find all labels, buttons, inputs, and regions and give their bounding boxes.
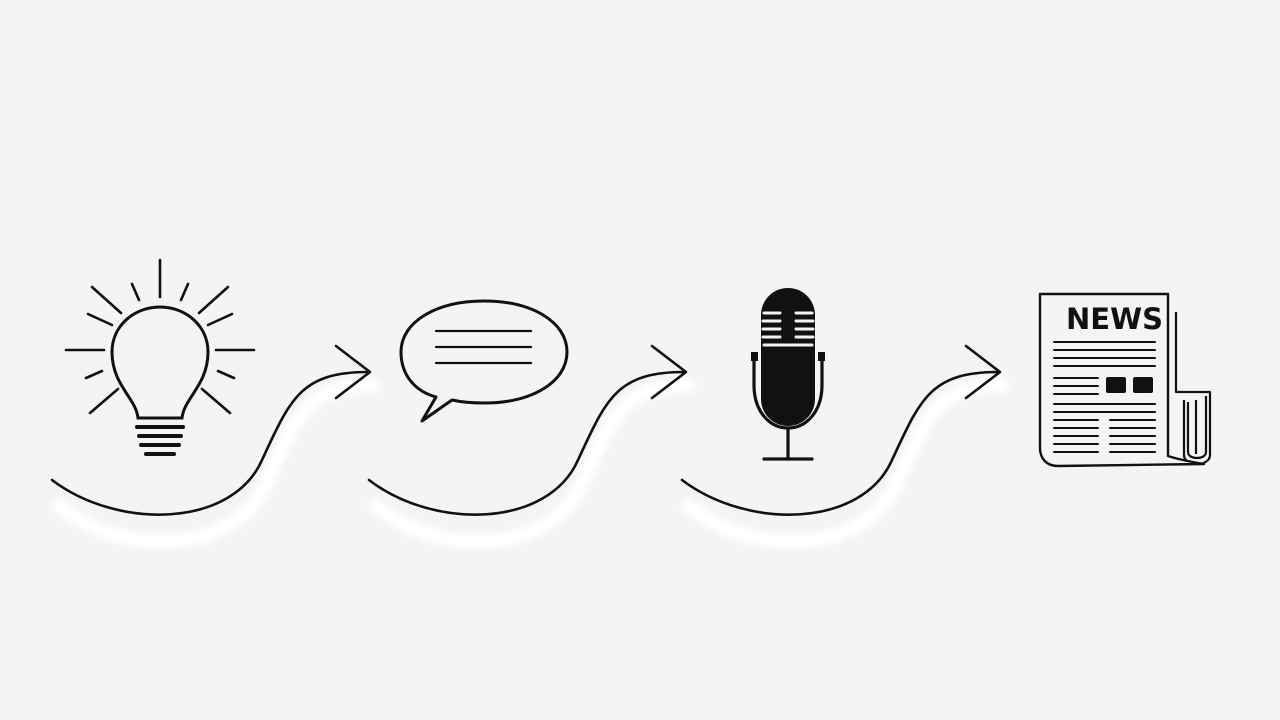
connector-arrow-1 [50, 344, 379, 549]
connector-arrow-3 [680, 344, 1009, 549]
connector-arrow-2 [367, 344, 695, 549]
newspaper-icon: NEWS [1038, 292, 1212, 468]
lightbulb-icon [64, 258, 256, 456]
microphone-icon [751, 288, 825, 461]
newspaper-masthead: NEWS [1066, 302, 1163, 336]
speech-bubble-icon [399, 299, 569, 423]
